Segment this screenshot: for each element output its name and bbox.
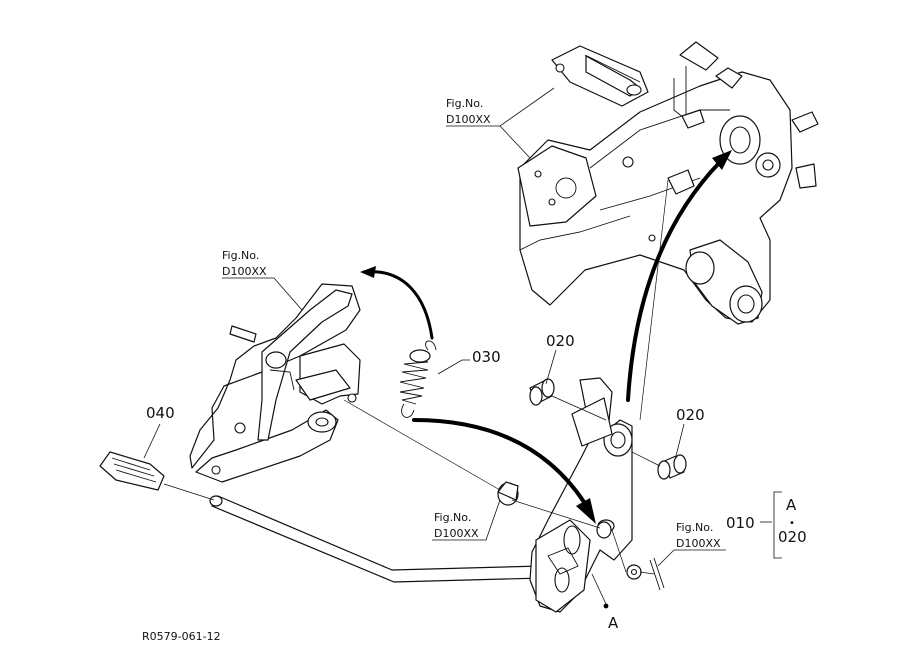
part-label-010: 010 (726, 514, 755, 532)
upper-frame-assembly (517, 41, 819, 325)
fig-label-right: Fig.No. (676, 521, 713, 534)
fig-number-right: D100XX (676, 537, 721, 550)
bracket-top-label: A (786, 496, 797, 514)
leader-lines (143, 87, 772, 605)
fig-label-top: Fig.No. (446, 97, 483, 110)
fig-number-center: D100XX (434, 527, 479, 540)
bushing-020-right (657, 454, 687, 480)
fig-number-left: D100XX (222, 265, 267, 278)
part-label-020-right: 020 (676, 406, 705, 424)
spring-030 (399, 340, 437, 418)
part-label-020-left: 020 (546, 332, 575, 350)
fig-number-top: D100XX (446, 113, 491, 126)
figure-ref-top: Fig.No. D100XX (446, 97, 491, 126)
part-label-040: 040 (146, 404, 175, 422)
figure-ref-left: Fig.No. D100XX (222, 249, 267, 278)
pedal-rod (209, 495, 585, 583)
fig-label-left: Fig.No. (222, 249, 259, 262)
routing-arrows (360, 150, 732, 524)
figure-ref-right: Fig.No. D100XX (676, 521, 721, 550)
assembly-lines (163, 179, 669, 575)
point-a-marker (603, 603, 609, 609)
fig-label-center: Fig.No. (434, 511, 471, 524)
bracket-bottom-label: 020 (778, 528, 807, 546)
figure-ref-center: Fig.No. D100XX (434, 511, 479, 540)
pedal-pad-040 (99, 451, 165, 491)
point-a-label: A (608, 614, 619, 632)
part-label-030: 030 (472, 348, 501, 366)
drawing-code: R0579-061-12 (142, 630, 221, 643)
part-bracket-010: A • 020 (773, 491, 807, 559)
bushing-020-left (529, 378, 555, 406)
bracket-dot: • (789, 518, 795, 529)
small-collar (497, 481, 612, 539)
washer-and-pin (626, 557, 665, 591)
pedal-bracket-assembly (189, 283, 361, 483)
